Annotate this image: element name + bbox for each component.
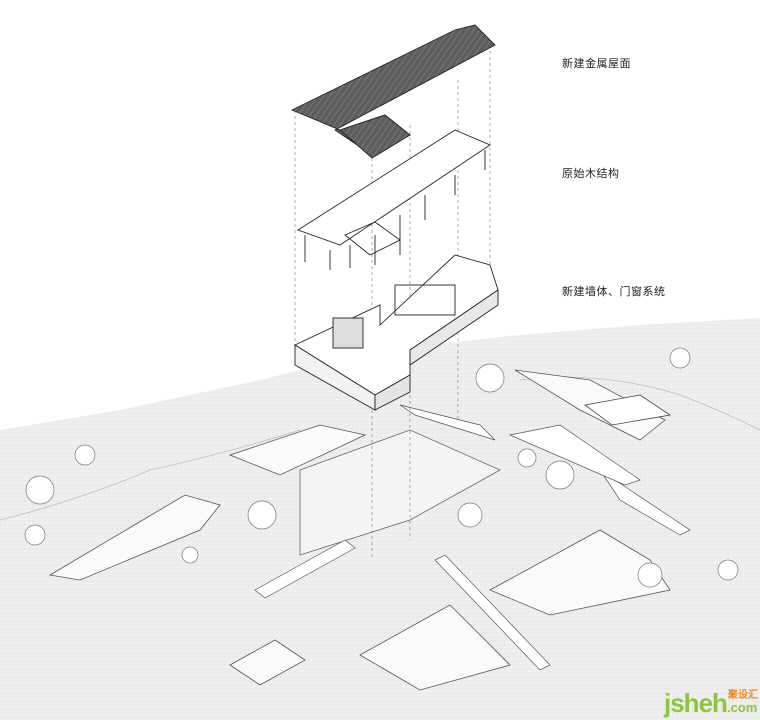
roof-label: 新建金属屋面 xyxy=(562,57,631,70)
walls-label: 新建墙体、门窗系统 xyxy=(562,285,666,298)
watermark-domain: .com xyxy=(726,700,758,715)
watermark-chinese: 聚设汇 xyxy=(728,690,758,701)
watermark-logo: jsheh.com 聚设汇 xyxy=(664,688,758,719)
roof-layer xyxy=(290,24,496,159)
structure-layer xyxy=(296,129,491,270)
watermark-brand: jsheh xyxy=(664,688,728,718)
structure-label: 原始木结构 xyxy=(562,167,620,180)
terrain xyxy=(0,318,760,720)
walls-layer xyxy=(294,254,499,411)
